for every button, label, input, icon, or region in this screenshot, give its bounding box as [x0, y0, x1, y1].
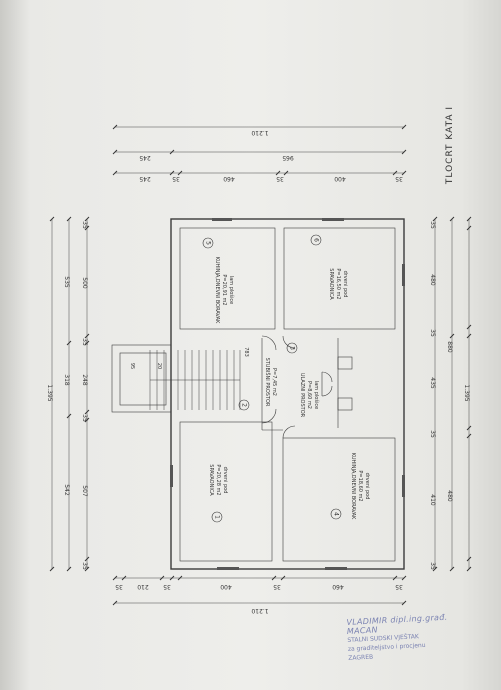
windows [170, 218, 405, 570]
dim-left-inner-g: 35 [81, 221, 88, 229]
room-3-area: P=8,60 m2 [306, 381, 312, 409]
room-3-marker [286, 342, 298, 354]
dim-left-mid-a: 542 [63, 484, 70, 496]
dim-left-inner-a: 35 [81, 562, 88, 570]
dim-top-row3-b: 35 [172, 175, 180, 182]
dim-bottom-b: 210 [137, 583, 149, 590]
room-3-name: ULAZNI PROSTOR [299, 373, 305, 418]
dim-top-row3-f: 35 [395, 175, 403, 182]
room-2-label: STUBIŠNI PROSTOR P=7,45 m2 [264, 358, 277, 407]
room-4-label: KUHINJA,DNEVNI BORAVAK P=18,60 m2 drveni… [350, 453, 370, 520]
room-4-outline [282, 437, 396, 562]
room-3-label: ULAZNI PROSTOR P=8,60 m2 lam plošice [299, 373, 320, 418]
dim-right-inner-g: 35 [429, 221, 436, 229]
dim-right-total: 1.395 [463, 384, 470, 401]
room-1-number: 1 [214, 515, 221, 519]
room-6-number: 6 [313, 238, 320, 242]
dim-top-total: 1.210 [251, 129, 268, 136]
dim-right-inner-e: 35 [429, 329, 436, 337]
dim-left-mid-b: 318 [63, 374, 70, 386]
dim-left-inner-b: 507 [81, 485, 88, 497]
room-1-area: P=20,28 m2 [215, 464, 221, 495]
dimension-ticks [49, 124, 472, 606]
dim-top-row2-b: 965 [282, 154, 294, 161]
room-1-outline [179, 421, 273, 562]
room-4-area: P=18,60 m2 [357, 470, 363, 501]
dim-right-inner-f: 480 [429, 274, 436, 286]
room-6-marker [310, 234, 322, 246]
room-5-label: KUHINJA,DNEVNI BORAVAK P=20,91 m2 lam pl… [214, 257, 235, 324]
room-6-area: P=16,50 m2 [335, 268, 341, 299]
room-6-outline [283, 227, 396, 330]
room-6-label: SPAVAONICA P=16,50 m2 drveni pod [328, 268, 348, 300]
room-4-marker [330, 508, 342, 520]
dim-left-total: 1.395 [46, 384, 53, 401]
room-2-name: STUBIŠNI PROSTOR [264, 358, 271, 407]
room-1-marker [211, 511, 223, 523]
stair-treads [149, 350, 241, 410]
dimension-lines [51, 126, 470, 604]
room-2-number: 2 [241, 403, 248, 407]
door-arc [261, 335, 277, 351]
stair-label-a: 95 [129, 363, 135, 369]
room-5-name: KUHINJA,DNEVNI BORAVAK [214, 257, 220, 324]
dim-right-mid-b: 880 [446, 341, 453, 353]
dim-bottom-c: 35 [163, 583, 171, 590]
stair-label-b: 20 [156, 363, 162, 369]
engineer-stamp: VLADIMIR dipl.ing.građ. MACAN STALNI SUD… [346, 610, 500, 690]
room-5-area: P=20,91 m2 [221, 274, 227, 305]
dim-bottom-d: 400 [220, 583, 232, 590]
dim-right-inner-d: 435 [429, 377, 436, 389]
dim-bottom-f: 460 [332, 583, 344, 590]
dim-left-inner-f: 500 [81, 277, 88, 289]
room-6-name: SPAVAONICA [328, 268, 334, 300]
dim-bottom-g: 35 [395, 583, 403, 590]
room-2-area: P=7,45 m2 [271, 368, 277, 396]
dim-top-row3-c: 460 [223, 175, 235, 182]
room-6-floor: drveni pod [342, 271, 348, 298]
dim-left-inner-c: 35 [81, 414, 88, 422]
dim-top-row3-a: 245 [139, 175, 151, 182]
room-5-floor: lam plošice [228, 276, 235, 304]
room-5-outline [179, 227, 276, 330]
dim-left-inner-d: 248 [81, 374, 88, 386]
dim-right-inner-b: 410 [429, 494, 436, 506]
dim-right-mid-a: 480 [446, 490, 453, 502]
dim-top-row3-e: 400 [334, 175, 346, 182]
room-1-label: SPAVAONICA P=20,28 m2 drveni pod [208, 464, 228, 496]
room-2-marker [238, 399, 250, 411]
room-1-floor: drveni pod [222, 467, 228, 494]
room-4-name: KUHINJA,DNEVNI BORAVAK [350, 453, 356, 520]
room-5-marker [202, 237, 214, 249]
dim-top-row3-d: 35 [276, 175, 284, 182]
stair-label-c: 783 [243, 347, 249, 357]
dim-left-inner-e: 35 [81, 338, 88, 346]
sheet-title: TLOCRT KATA I [445, 106, 455, 185]
room-4-number: 4 [333, 512, 340, 516]
dim-bottom-e: 35 [273, 583, 281, 590]
room-3-number: 3 [289, 346, 296, 350]
dim-top-row2-a: 245 [139, 154, 151, 161]
dim-left-mid-c: 535 [63, 276, 70, 288]
room-5-number: 5 [205, 241, 212, 245]
dim-right-inner-c: 35 [429, 430, 436, 438]
room-4-floor: drveni pod [364, 473, 370, 500]
stair-block [111, 344, 172, 413]
room-1-name: SPAVAONICA [208, 464, 214, 496]
dim-bottom-a: 35 [115, 583, 123, 590]
room-3-floor: lam plošice [313, 381, 320, 409]
dim-bottom-total: 1.210 [251, 607, 268, 614]
dim-right-inner-a: 35 [429, 562, 436, 570]
